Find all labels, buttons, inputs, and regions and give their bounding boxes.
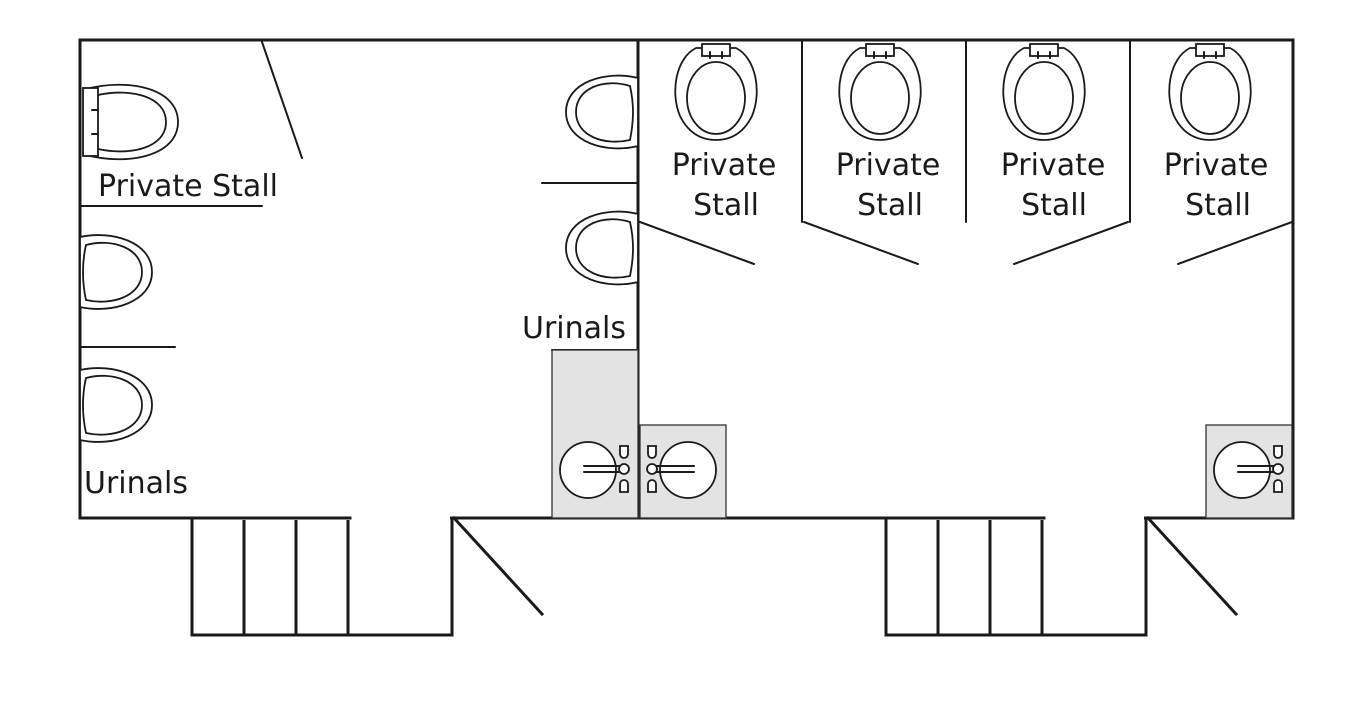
toilet-3: [1002, 43, 1086, 141]
toilet-2: [838, 43, 922, 141]
left-entrance: [190, 515, 545, 637]
left-urinals: Urinals: [79, 234, 188, 501]
sink-right-room-left: [639, 424, 727, 519]
right-entrance: [884, 515, 1239, 637]
private-stall-1: Private Stall: [672, 43, 777, 223]
toilet-4: [1168, 43, 1252, 141]
center-urinals-label: Urinals: [522, 311, 626, 346]
sink-right-room-right: [1205, 424, 1293, 519]
left-private-stall: Private Stall: [79, 41, 303, 207]
stall-4-label-line2: Stall: [1185, 188, 1251, 223]
urinal-left-2: [79, 367, 153, 443]
private-stall-3: Private Stall: [1001, 43, 1106, 223]
urinal-left-1: [79, 234, 153, 310]
center-urinals: Urinals: [522, 74, 639, 346]
private-stall-4: Private Stall: [1164, 43, 1269, 223]
private-stall-2: Private Stall: [836, 43, 941, 223]
stall-1-label-line2: Stall: [693, 188, 759, 223]
stall-4-label-line1: Private: [1164, 148, 1269, 183]
toilet-left-sideways: [82, 83, 179, 161]
urinal-center-1: [565, 74, 639, 150]
left-urinals-label: Urinals: [84, 466, 188, 501]
stall-2-label-line2: Stall: [857, 188, 923, 223]
left-private-stall-label: Private Stall: [98, 169, 278, 204]
stall-1-label-line1: Private: [672, 148, 777, 183]
stall-2-label-line1: Private: [836, 148, 941, 183]
stall-3-label-line2: Stall: [1021, 188, 1087, 223]
stall-3-label-line1: Private: [1001, 148, 1106, 183]
sink-left-room: [551, 349, 639, 519]
right-stall-partitions: [639, 41, 1293, 265]
toilet-1: [674, 43, 758, 141]
urinal-center-2: [565, 210, 639, 286]
